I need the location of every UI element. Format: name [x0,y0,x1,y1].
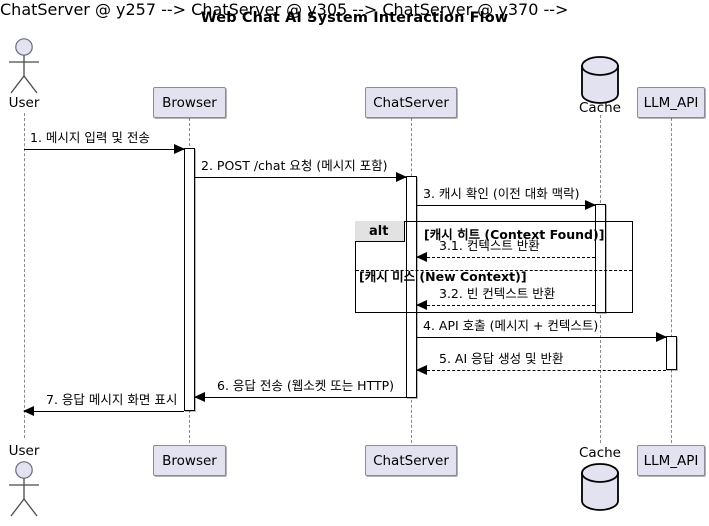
participant-browser-top[interactable]: Browser [153,87,226,118]
database-cylinder-icon [581,56,619,104]
diagram-title: Web Chat AI System Interaction Flow [200,10,509,26]
message-3-line [417,205,595,206]
message-3-1-line [417,257,595,258]
message-2-label: 2. POST /chat 요청 (메시지 포함) [201,158,388,173]
alt-fragment-frame [355,221,633,313]
message-7-label: 7. 응답 메시지 화면 표시 [46,392,178,407]
message-6-arrowhead-icon [194,392,205,402]
activation-llmapi [666,336,677,370]
alt-guard-condition-1: [캐시 히트 (Context Found)] [424,227,605,242]
message-4-line [417,337,666,338]
message-1-label: 1. 메시지 입력 및 전송 [30,130,150,145]
alt-guard-condition-2: [캐시 미스 (New Context)] [359,269,527,284]
message-7-line [24,411,184,412]
message-7-arrowhead-icon [23,406,34,416]
participant-llmapi-top[interactable]: LLM_API [637,87,705,118]
message-3-2-line [417,305,595,306]
message-5-label: 5. AI 응답 생성 및 반환 [439,351,564,366]
participant-user-actor-bottom[interactable]: User [0,443,48,519]
actor-stick-figure-icon [9,38,39,94]
participant-label-user-top: User [8,95,40,111]
participant-label-user-bottom: User [8,443,40,459]
alt-fragment-divider [356,270,632,271]
actor-stick-figure-icon [9,461,39,517]
message-2-line [195,177,406,178]
lifeline-llmapi [671,118,672,443]
participant-cache-top[interactable] [578,56,622,108]
participant-user-actor-top[interactable]: User [0,38,48,111]
participant-chatserver-bottom[interactable]: ChatServer [365,445,457,476]
lifeline-user [24,113,25,438]
message-1-line [24,149,184,150]
message-3-label: 3. 캐시 확인 (이전 대화 맥락) [423,186,580,201]
message-5-arrowhead-icon [416,365,427,375]
message-3-1-label: 3.1. 컨텍스트 반환 [439,238,540,253]
message-1-arrowhead-icon [174,144,185,154]
message-3-2-arrowhead-icon [416,300,427,310]
message-4-label: 4. API 호출 (메시지 + 컨텍스트) [423,318,599,333]
participant-llmapi-bottom[interactable]: LLM_API [637,445,705,476]
message-2-arrowhead-icon [396,172,407,182]
participant-chatserver-top[interactable]: ChatServer [365,87,457,118]
message-4-arrowhead-icon [656,332,667,342]
alt-fragment-operator-label: alt [355,221,405,242]
message-3-arrowhead-icon [585,200,596,210]
message-6-label: 6. 응답 전송 (웹소켓 또는 HTTP) [217,378,395,393]
message-3-2-label: 3.2. 빈 컨텍스트 반환 [439,286,556,301]
participant-browser-bottom[interactable]: Browser [153,445,226,476]
message-3-1-arrowhead-icon [416,252,427,262]
participant-cache-bottom[interactable] [578,463,622,515]
database-cylinder-icon [581,463,619,511]
participant-label-cache-bottom: Cache [579,445,621,461]
participant-label-cache-top: Cache [579,100,621,116]
message-5-line [417,370,666,371]
message-6-line [195,397,406,398]
activation-chatserver [406,176,417,398]
activation-browser [184,148,195,411]
